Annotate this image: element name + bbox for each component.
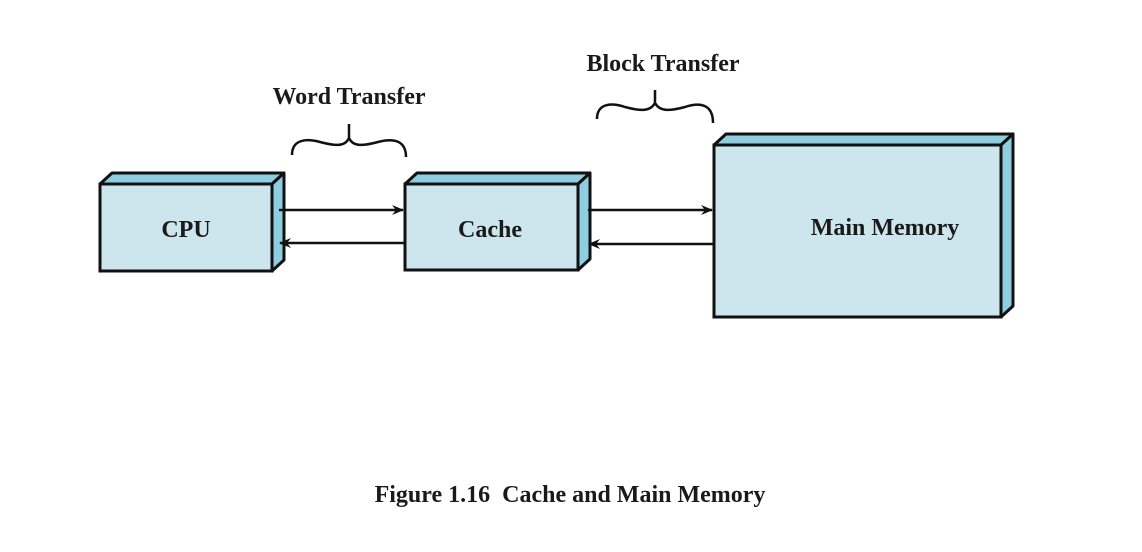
word-transfer-brace-icon (290, 124, 408, 158)
block-transfer-label: Block Transfer (586, 51, 739, 77)
main-memory-box: Main Memory (712, 132, 1015, 319)
cache-label: Cache (458, 217, 522, 243)
cache-box: Cache (403, 171, 592, 272)
word-transfer-label: Word Transfer (272, 84, 425, 110)
cpu-label: CPU (161, 217, 210, 243)
figure-caption: Figure 1.16 Cache and Main Memory (375, 482, 766, 508)
cpu-box: CPU (98, 171, 286, 273)
main-memory-label: Main Memory (811, 215, 960, 241)
block-transfer-brace-icon (595, 90, 715, 124)
